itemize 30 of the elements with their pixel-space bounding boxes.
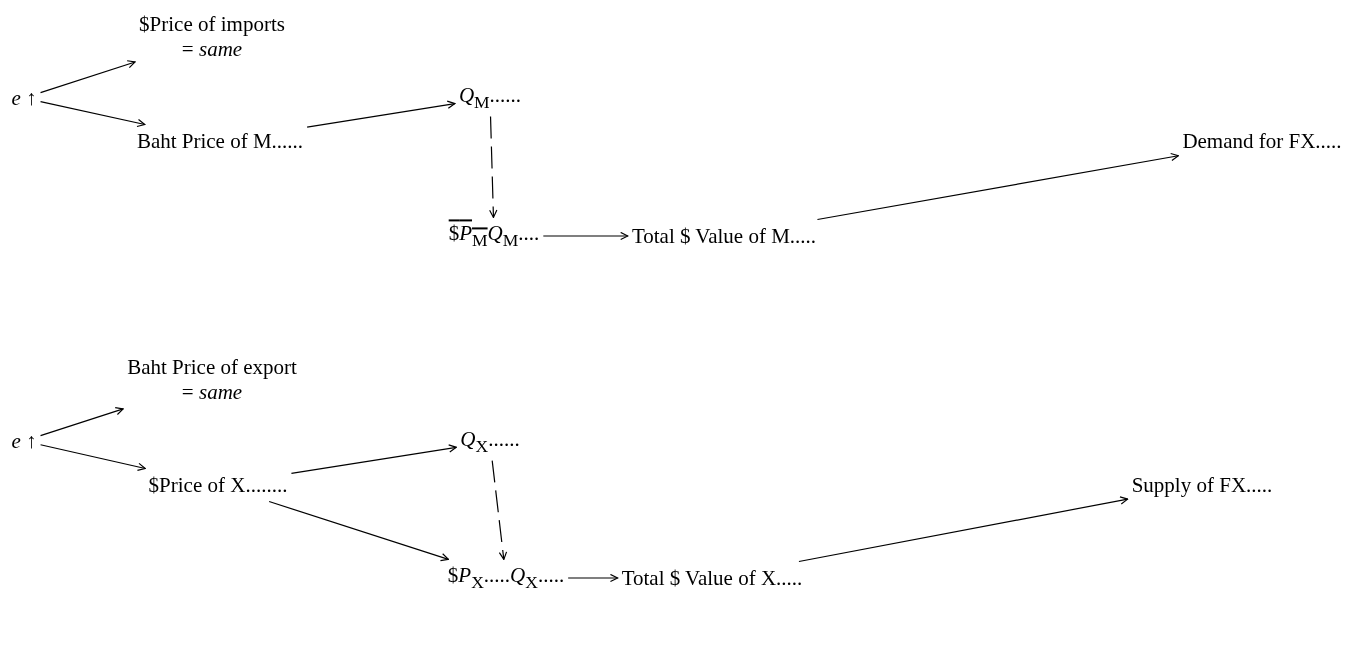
arrow [542, 231, 629, 241]
node-text: Q$_{X}$...... [460, 427, 520, 457]
node-text: $P$_{X}$.....Q$_{X}$..... [447, 563, 565, 593]
node-text: Baht Price of M...... [136, 128, 304, 154]
node-text: Demand for FX..... [1182, 128, 1342, 154]
arrow [306, 100, 456, 128]
arrow [816, 152, 1179, 221]
node-text: Supply of FX..... [1131, 472, 1273, 498]
arrow [39, 60, 136, 94]
arrow [268, 500, 450, 562]
node-text: = same [180, 380, 244, 405]
arrow [290, 444, 457, 474]
node-text: Total $ Value of X..... [621, 565, 803, 591]
node-text: Baht Price of export [127, 355, 297, 380]
arrow [39, 101, 146, 128]
node-text: e ↑ [11, 428, 37, 454]
node-text: Total $ Value of M..... [631, 223, 817, 249]
arrow [798, 496, 1129, 563]
arrow [491, 460, 508, 560]
node-text: $P$_{M}$ [448, 221, 488, 251]
arrow [39, 407, 124, 437]
node-text: e ↑ [11, 85, 37, 111]
arrow [567, 573, 619, 583]
arrow [489, 116, 498, 218]
node-text: Q$_{M}$.... [487, 221, 540, 251]
node-text: Q$_{M}$...... [458, 83, 522, 113]
node-text: $Price of imports [139, 12, 285, 37]
node-text: = same [180, 37, 244, 62]
node-text: $Price of X........ [148, 472, 288, 498]
arrow [39, 444, 146, 471]
